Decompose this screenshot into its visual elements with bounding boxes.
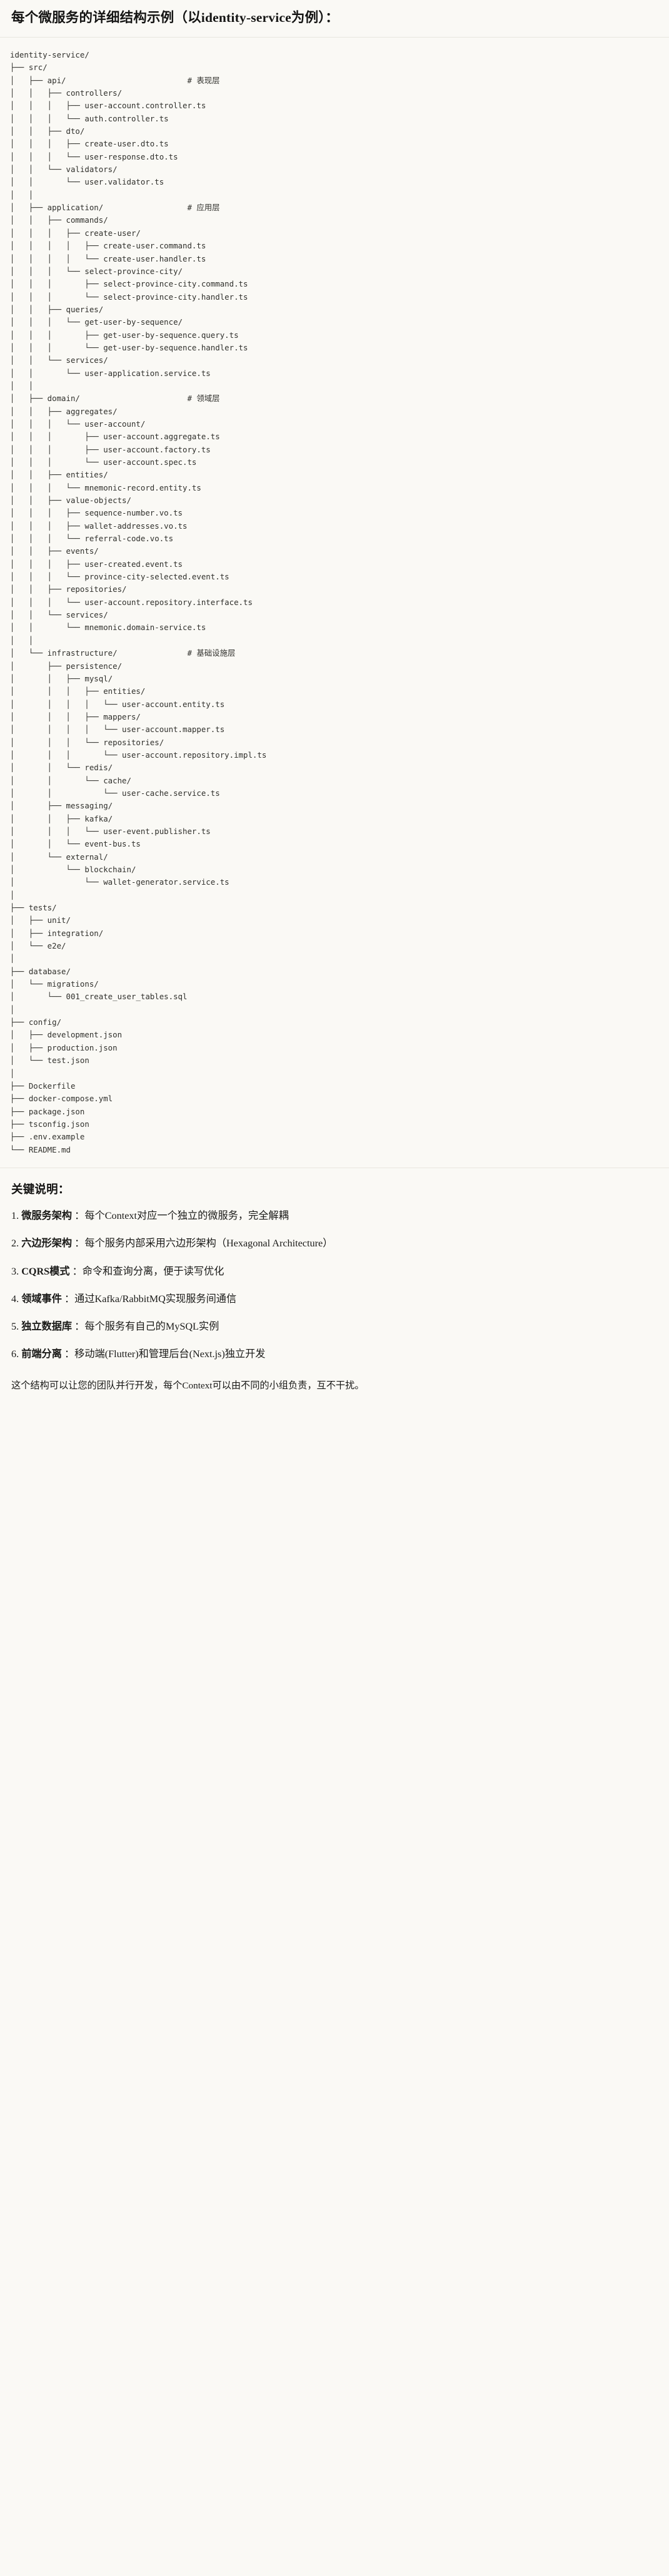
note-lead: 微服务架构	[21, 1209, 73, 1221]
note-number: 5.	[11, 1321, 19, 1333]
note-body: ：每个服务有自己的MySQL实例	[74, 1321, 219, 1333]
note-item: 4. 领域事件 ：通过Kafka/RabbitMQ实现服务间通信	[11, 1291, 658, 1306]
note-number: 3.	[11, 1265, 19, 1277]
note-lead: 领域事件	[21, 1293, 62, 1305]
note-number: 6.	[11, 1348, 19, 1360]
directory-tree-block: identity-service/ ├── src/ │ ├── api/ # …	[0, 38, 669, 1168]
note-body: ：每个服务内部采用六边形架构（Hexagonal Architecture）	[74, 1238, 333, 1250]
note-number: 1.	[11, 1209, 19, 1221]
key-notes-heading: 关键说明：	[11, 1183, 70, 1196]
note-item: 3. CQRS模式 ：命令和查询分离，便于读写优化	[11, 1264, 658, 1279]
note-body: ：命令和查询分离，便于读写优化	[72, 1265, 224, 1277]
document-page: 每个微服务的详细结构示例（以identity-service为例）： ident…	[0, 0, 669, 1407]
note-lead: 前端分离	[21, 1348, 62, 1360]
note-lead: 六边形架构	[21, 1238, 73, 1250]
note-item: 6. 前端分离 ：移动端(Flutter)和管理后台(Next.js)独立开发	[11, 1347, 658, 1362]
title-block: 每个微服务的详细结构示例（以identity-service为例）：	[0, 0, 669, 37]
note-item: 5. 独立数据库 ：每个服务有自己的MySQL实例	[11, 1319, 658, 1334]
note-body: ：移动端(Flutter)和管理后台(Next.js)独立开发	[64, 1348, 266, 1360]
note-item: 1. 微服务架构 ：每个Context对应一个独立的微服务，完全解耦	[11, 1208, 658, 1223]
key-notes-block: 关键说明： 1. 微服务架构 ：每个Context对应一个独立的微服务，完全解耦…	[0, 1168, 669, 1407]
page-title: 每个微服务的详细结构示例（以identity-service为例）：	[11, 10, 339, 25]
directory-tree: identity-service/ ├── src/ │ ├── api/ # …	[10, 50, 267, 1154]
note-number: 2.	[11, 1238, 19, 1250]
note-lead: CQRS模式	[21, 1265, 70, 1277]
divider-top	[0, 37, 669, 38]
closing-paragraph: 这个结构可以让您的团队并行开发，每个Context可以由不同的小组负责，互不干扰…	[11, 1380, 365, 1391]
note-body: ：通过Kafka/RabbitMQ实现服务间通信	[64, 1293, 237, 1305]
note-item: 2. 六边形架构 ：每个服务内部采用六边形架构（Hexagonal Archit…	[11, 1236, 658, 1251]
note-lead: 独立数据库	[21, 1321, 73, 1333]
note-body: ：每个Context对应一个独立的微服务，完全解耦	[74, 1209, 289, 1221]
note-number: 4.	[11, 1293, 19, 1305]
